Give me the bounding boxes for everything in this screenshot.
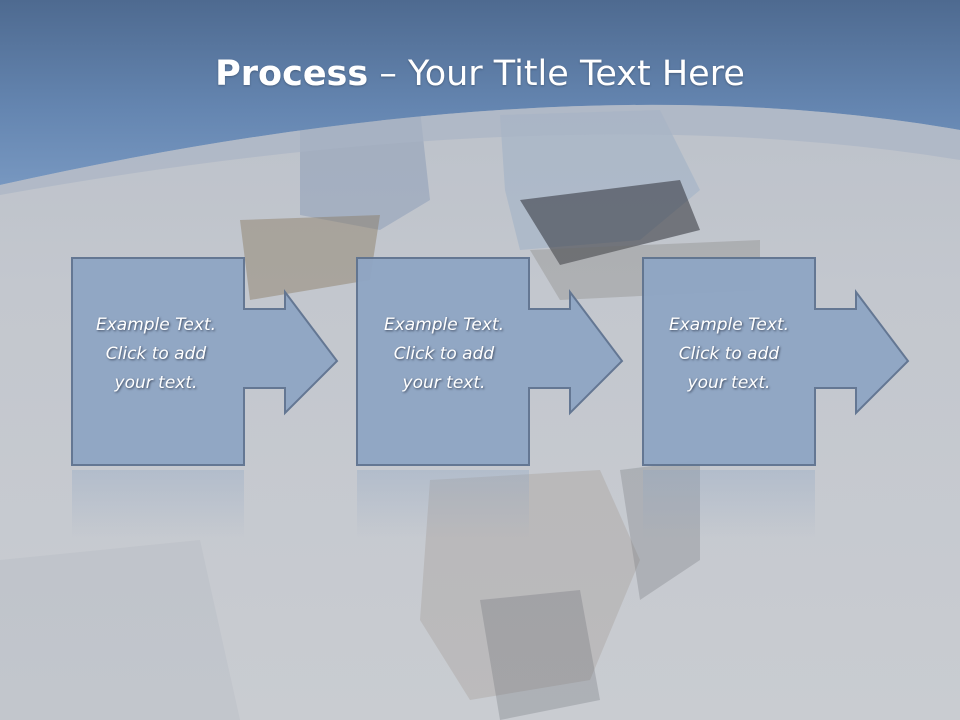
process-step-3[interactable] bbox=[642, 257, 910, 540]
slide-title[interactable]: Process – Your Title Text Here bbox=[0, 54, 960, 94]
header-banner bbox=[0, 0, 960, 195]
process-step-2[interactable] bbox=[356, 257, 624, 540]
title-rest-text: – Your Title Text Here bbox=[368, 54, 745, 94]
step-2-text[interactable]: Example Text. Click to add your text. bbox=[383, 315, 505, 393]
process-step-1[interactable] bbox=[71, 257, 339, 540]
step-3-text[interactable]: Example Text. Click to add your text. bbox=[668, 315, 790, 393]
title-bold-text: Process bbox=[215, 54, 369, 94]
step-1-text[interactable]: Example Text. Click to add your text. bbox=[95, 315, 217, 393]
